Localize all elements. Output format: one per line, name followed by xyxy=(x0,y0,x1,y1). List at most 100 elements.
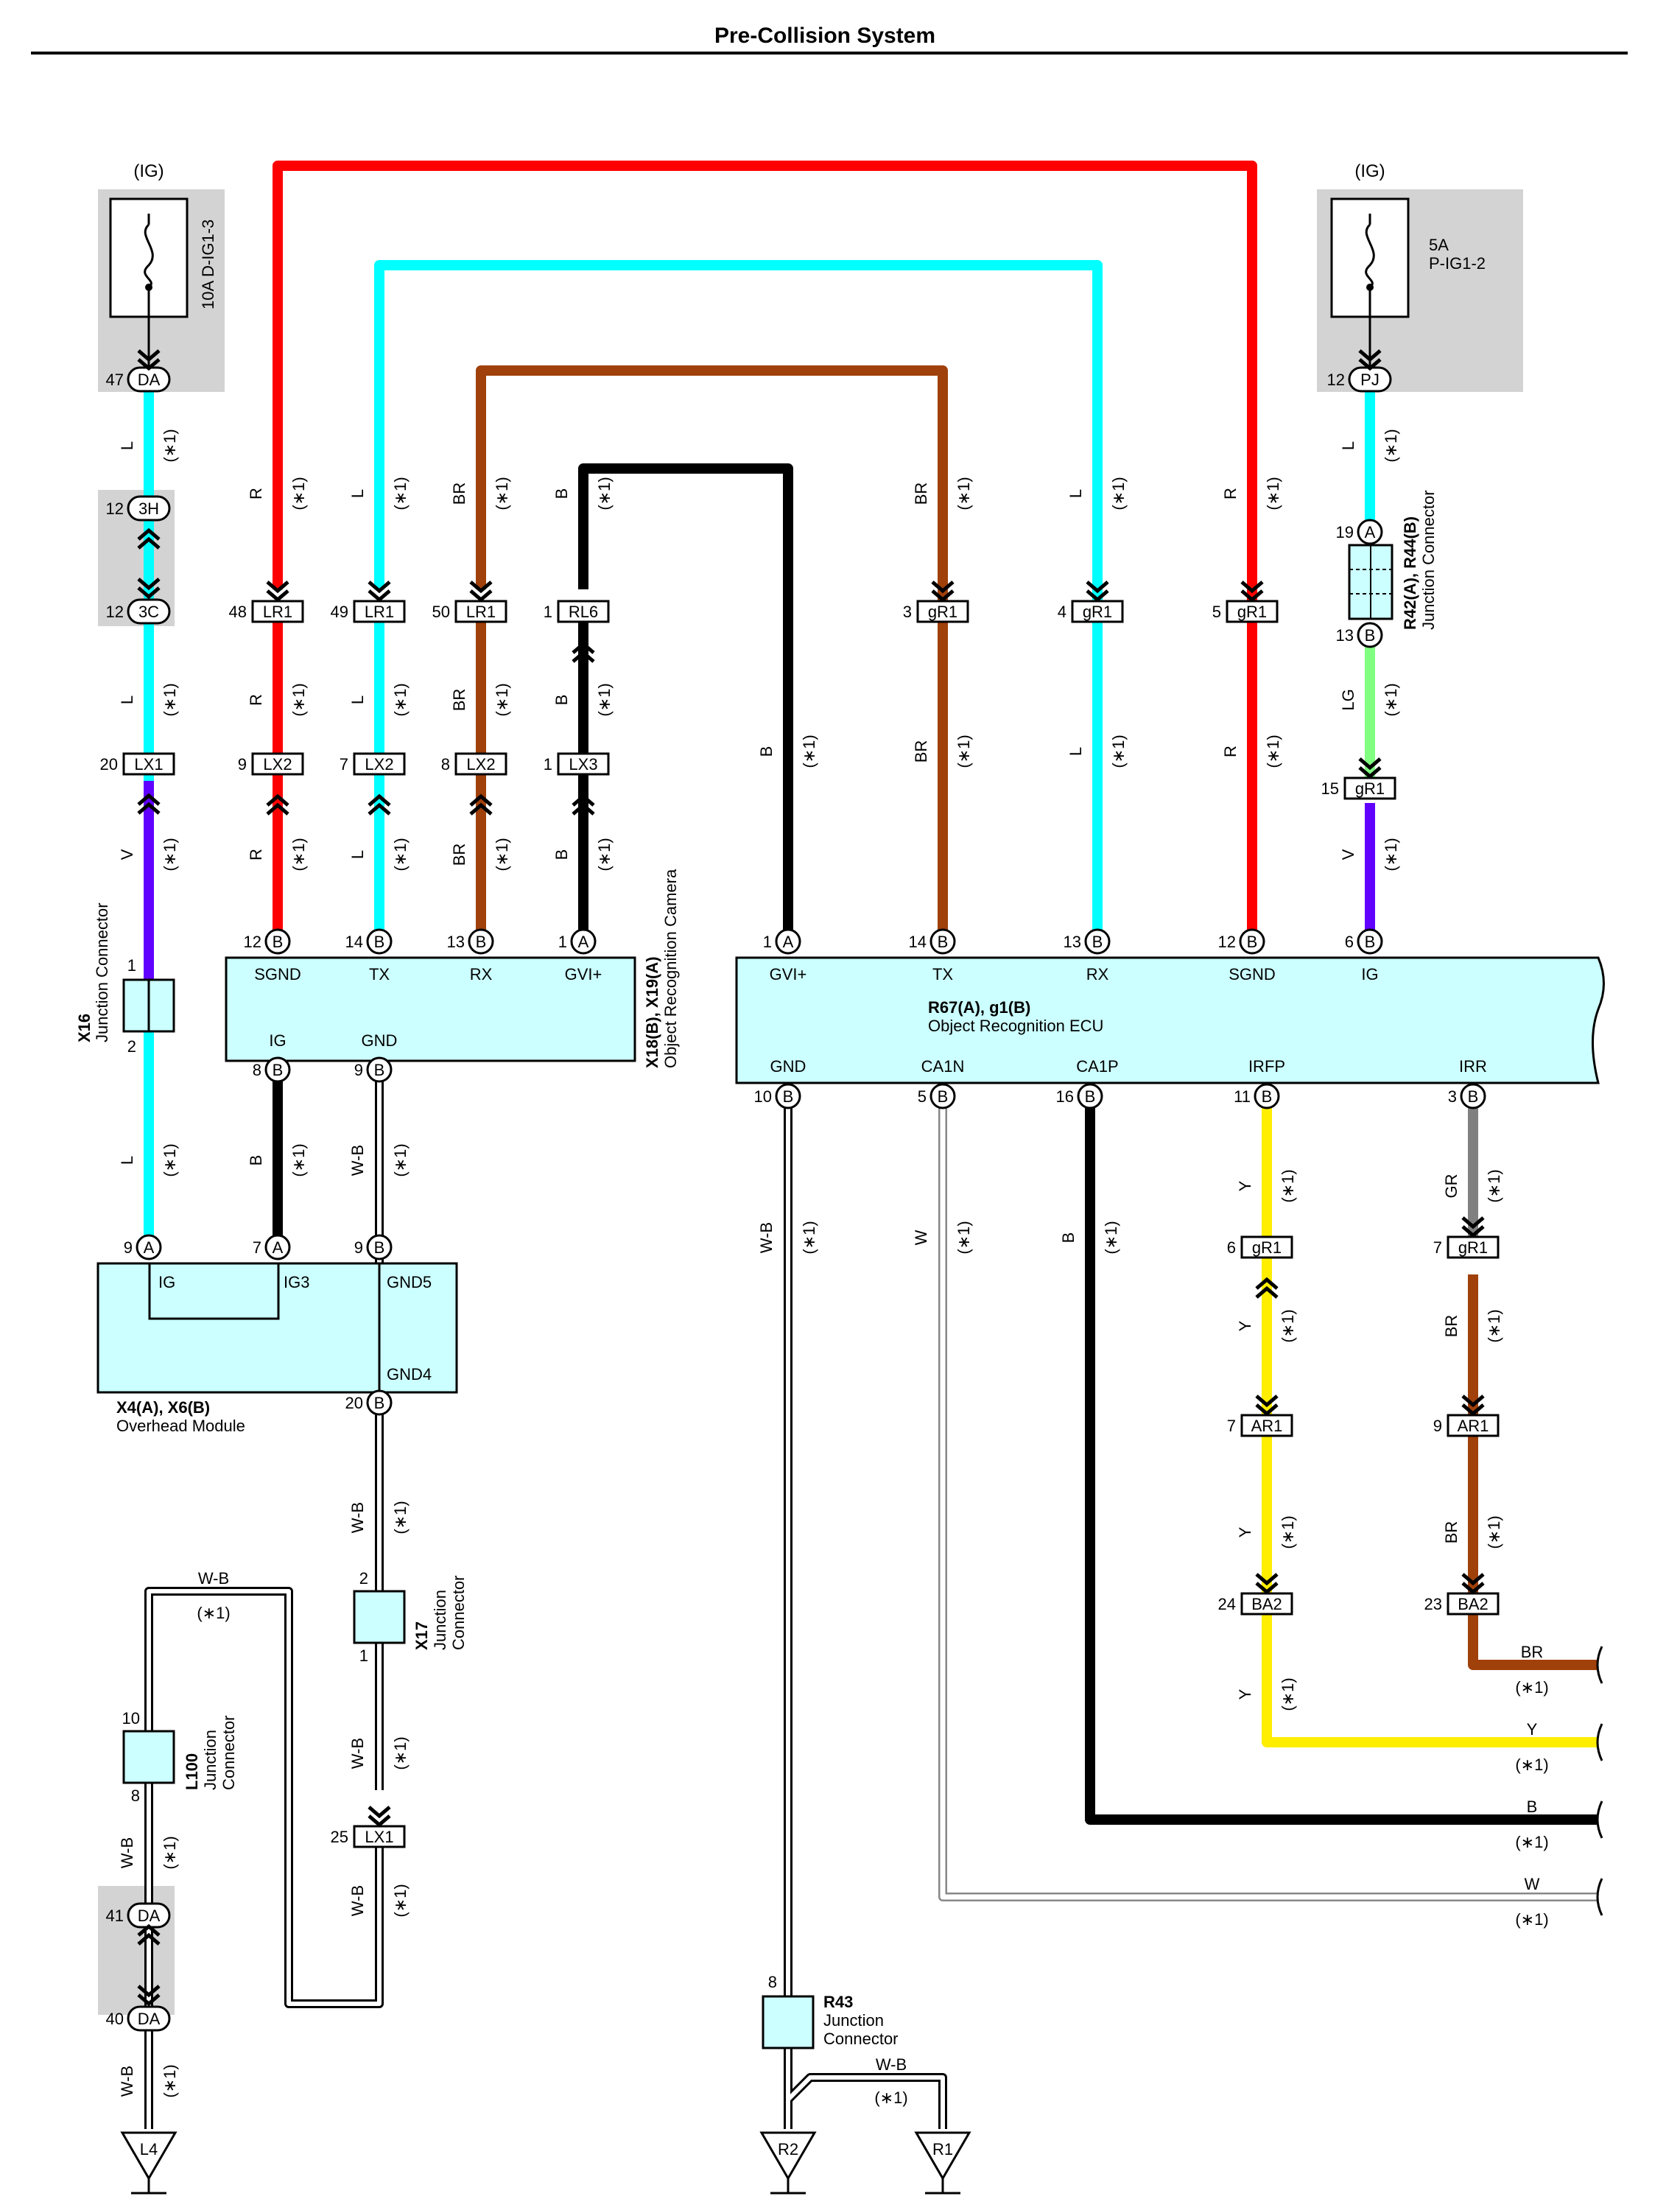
pin: A1 xyxy=(558,928,597,955)
wire-label: BR(∗1) xyxy=(1442,1515,1503,1549)
svg-text:B: B xyxy=(247,1155,265,1166)
svg-text:B: B xyxy=(757,746,776,757)
svg-text:GVI+: GVI+ xyxy=(565,965,602,983)
svg-text:AR1: AR1 xyxy=(1251,1417,1283,1435)
pin: B10 xyxy=(754,1083,801,1109)
wire-label: L(∗1) xyxy=(1339,429,1400,462)
ground-R1: R1 xyxy=(914,2131,971,2195)
svg-text:LR1: LR1 xyxy=(365,603,394,621)
pin-number: 6 xyxy=(1227,1238,1236,1257)
wire-label: W-B(∗1) xyxy=(118,1836,179,1869)
svg-text:W-B: W-B xyxy=(198,1569,229,1588)
svg-text:(∗1): (∗1) xyxy=(391,838,410,871)
pin-number: 1 xyxy=(558,933,567,951)
svg-text:GND: GND xyxy=(770,1057,806,1076)
ground-L4: L4 xyxy=(120,2131,178,2195)
svg-text:A: A xyxy=(1365,523,1376,541)
svg-text:(∗1): (∗1) xyxy=(391,1501,410,1534)
svg-text:DA: DA xyxy=(138,1907,161,1925)
svg-text:(∗1): (∗1) xyxy=(493,838,511,871)
svg-text:A: A xyxy=(783,933,794,951)
wire-label: W-B(∗1) xyxy=(348,1884,410,1917)
ecu-id: R67(A), g1(B) xyxy=(928,998,1030,1017)
svg-text:BA2: BA2 xyxy=(1458,1595,1489,1613)
pin: B9 xyxy=(354,1234,393,1260)
svg-text:B: B xyxy=(938,933,949,951)
svg-text:L: L xyxy=(1339,441,1357,450)
pin-number: 12 xyxy=(244,933,261,951)
svg-text:(∗1): (∗1) xyxy=(391,1884,410,1917)
wire-label: W(∗1) xyxy=(912,1221,973,1254)
svg-text:GND5: GND5 xyxy=(387,1273,432,1291)
svg-text:(∗1): (∗1) xyxy=(161,683,179,716)
svg-text:A: A xyxy=(578,933,589,951)
svg-text:IG: IG xyxy=(1361,965,1378,983)
svg-text:LX2: LX2 xyxy=(263,755,292,774)
pin: A9 xyxy=(124,1234,162,1260)
object-recognition-camera: SGND TX RX GVI+ IG GND X18(B), X19(A) Ob… xyxy=(225,869,680,1068)
svg-text:2: 2 xyxy=(127,1037,136,1056)
pin-number: 7 xyxy=(1227,1417,1236,1435)
svg-text:3C: 3C xyxy=(138,603,159,621)
svg-text:DA: DA xyxy=(138,371,161,389)
wire-label: W-B(∗1) xyxy=(118,2064,179,2097)
connector-3C: 3C 12 xyxy=(106,598,171,625)
svg-text:2: 2 xyxy=(359,1569,368,1588)
svg-text:8: 8 xyxy=(768,1973,777,1991)
svg-text:(∗1): (∗1) xyxy=(1382,838,1400,871)
svg-text:L: L xyxy=(348,695,367,704)
left-fuse-rating: 10A D-IG1-3 xyxy=(199,220,217,309)
svg-text:gR1: gR1 xyxy=(1237,603,1267,621)
svg-text:L4: L4 xyxy=(140,2140,158,2158)
pin-number: 14 xyxy=(345,933,363,951)
svg-text:1: 1 xyxy=(359,1646,368,1665)
wire-label: LG(∗1) xyxy=(1339,683,1400,716)
wire-label: B(∗1) xyxy=(552,477,614,510)
pin-number: 16 xyxy=(1056,1087,1074,1106)
svg-text:R2: R2 xyxy=(778,2140,798,2158)
svg-text:IRFP: IRFP xyxy=(1248,1057,1285,1076)
wire-label: L(∗1) xyxy=(118,1143,179,1176)
wire-label: Y(∗1) xyxy=(1236,1677,1297,1711)
pin-number: 40 xyxy=(106,2010,124,2028)
pin-number: 1 xyxy=(763,933,772,951)
pin-number: 48 xyxy=(229,603,247,621)
pin-number: 1 xyxy=(544,755,552,774)
svg-text:Y: Y xyxy=(1236,1688,1254,1700)
svg-text:3H: 3H xyxy=(138,499,159,518)
svg-text:GND: GND xyxy=(362,1031,398,1050)
svg-text:L: L xyxy=(348,489,367,498)
pin: B13 xyxy=(1064,928,1111,955)
svg-text:10: 10 xyxy=(122,1709,140,1728)
junction-r43: 8 R43 Junction Connector xyxy=(762,1973,899,2049)
svg-text:(∗1): (∗1) xyxy=(161,429,179,462)
wire-label: V(∗1) xyxy=(118,838,179,871)
svg-text:L: L xyxy=(118,441,136,450)
pin-number: 14 xyxy=(909,933,927,951)
svg-text:LX3: LX3 xyxy=(569,755,597,774)
wire-label: W-B(∗1) xyxy=(757,1221,818,1254)
svg-text:8: 8 xyxy=(131,1786,140,1805)
svg-text:RX: RX xyxy=(470,965,493,983)
svg-text:IG3: IG3 xyxy=(284,1273,309,1291)
pin-number: 12 xyxy=(106,603,124,621)
overhead-id: X4(A), X6(B) xyxy=(116,1398,210,1417)
pin-number: 13 xyxy=(447,933,465,951)
pin-number: 8 xyxy=(253,1061,261,1079)
connector-LX3: LX3 1 xyxy=(544,752,610,816)
pin: B6 xyxy=(1345,928,1383,955)
pin-number: 4 xyxy=(1058,603,1066,621)
pin-number: 20 xyxy=(100,755,118,774)
svg-text:AR1: AR1 xyxy=(1458,1417,1489,1435)
wire-label: Y(∗1) xyxy=(1236,1169,1297,1202)
svg-text:B: B xyxy=(374,1394,385,1412)
